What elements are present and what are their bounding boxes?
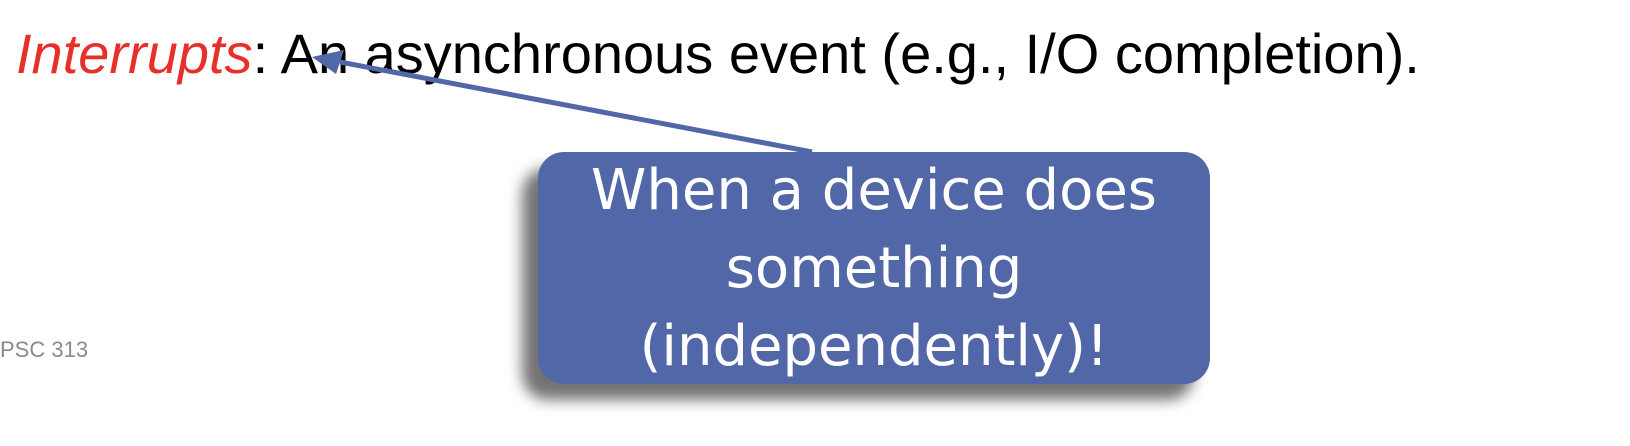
term-definition: : An asynchronous event (e.g., I/O compl…	[252, 22, 1420, 85]
callout-text: When a device does something (independen…	[591, 158, 1157, 379]
term-interrupts: Interrupts	[16, 22, 253, 85]
footer-course-label: PSC 313	[0, 337, 89, 362]
slide-headline: Interrupts: An asynchronous event (e.g.,…	[16, 22, 1420, 86]
callout-box: When a device does something (independen…	[538, 152, 1210, 384]
